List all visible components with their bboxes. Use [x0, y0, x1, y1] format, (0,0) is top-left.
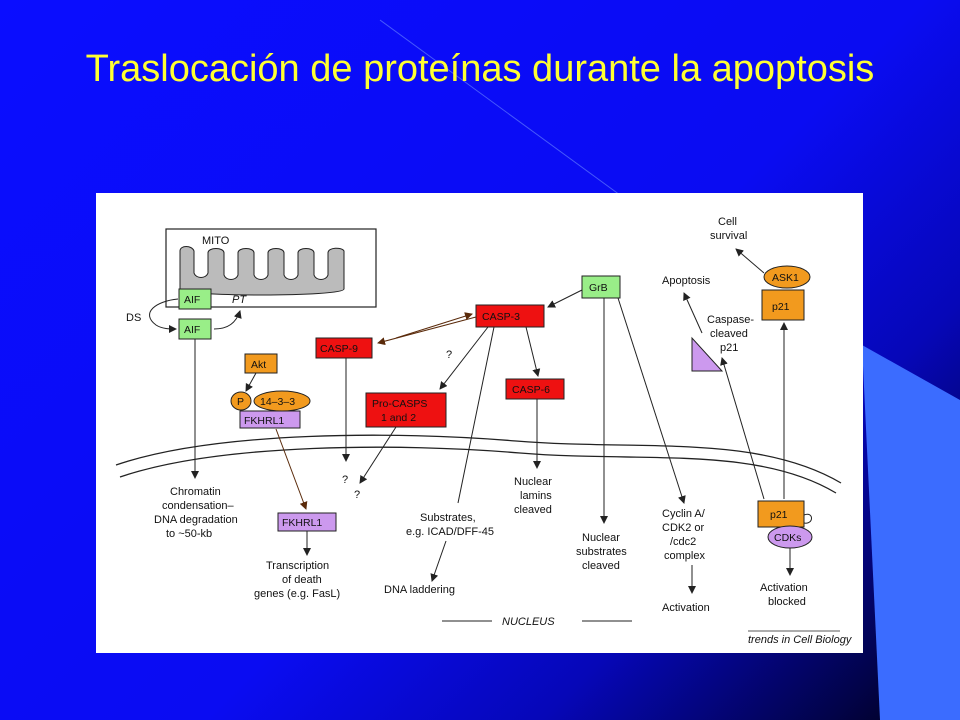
cyclin-label-4: complex: [664, 550, 705, 562]
chromatin-label-3: DNA degradation: [154, 514, 238, 526]
transcription-label-2: of death: [282, 574, 322, 586]
nuclear-lamins-label-1: Nuclear: [514, 476, 552, 488]
substrates-to-dna: [430, 540, 447, 582]
ask1-ellipse: [763, 265, 811, 289]
caspase-cleaved-label-3: p21: [720, 342, 738, 354]
p21-top-label: p21: [772, 301, 790, 313]
apoptosis-diagram: MITO AIF AIF PT DS Akt P 14–3–3 FKHRL1 F…: [96, 193, 863, 653]
p21-bottom-label: p21: [770, 509, 788, 521]
fkhrl1-top-label: FKHRL1: [244, 415, 284, 427]
casp3-to-substrates: [457, 326, 495, 504]
light-blue-wedge: [862, 345, 960, 720]
casp6-label: CASP-6: [512, 384, 550, 396]
cell-survival-label-2: survival: [710, 230, 747, 242]
casp6-box: [505, 378, 565, 400]
chromatin-label-1: Chromatin: [170, 486, 221, 498]
fkhrl1-translocation-arrow: [275, 428, 308, 510]
procasps-label-1: Pro-CASPS: [372, 398, 427, 410]
dna-laddering-label: DNA laddering: [384, 584, 455, 596]
grb-box: [581, 275, 621, 299]
activation-label: Activation: [662, 602, 710, 614]
procasps-box: [365, 392, 447, 428]
question-casp9: ?: [342, 474, 348, 486]
caspase-cleaved-label-2: cleaved: [710, 328, 748, 340]
akt-label: Akt: [251, 359, 266, 371]
p1433-label: 14–3–3: [260, 396, 295, 408]
substrates-label-1: Substrates,: [420, 512, 476, 524]
nucleus-label: NUCLEUS: [502, 616, 555, 628]
casp9-to-casp3: [395, 312, 473, 339]
casp3-box: [475, 304, 545, 328]
cell-survival-label-1: Cell: [718, 216, 737, 228]
substrates-label-2: e.g. ICAD/DFF-45: [406, 526, 494, 538]
nuclear-lamins-label-2: lamins: [520, 490, 552, 502]
casp3-label: CASP-3: [482, 311, 520, 323]
apoptosis-label: Apoptosis: [662, 275, 711, 287]
nuclear-substrates-label-1: Nuclear: [582, 532, 620, 544]
ask1-to-survival: [735, 248, 765, 274]
pt-label: PT: [232, 294, 247, 306]
source-label: trends in Cell Biology: [748, 634, 853, 646]
akt-arrow: [245, 372, 257, 392]
caspase-cleaved-to-apoptosis: [683, 292, 703, 334]
grb-to-casp3: [547, 289, 583, 308]
fkhrl1-top-box: [239, 410, 301, 429]
nuclear-substrates-label-3: cleaved: [582, 560, 620, 572]
p21-bottom-box: [757, 500, 805, 528]
aif-top-label: AIF: [184, 294, 200, 306]
grb-to-cyclin: [617, 297, 686, 504]
nuclear-lamins-label-3: cleaved: [514, 504, 552, 516]
p-ellipse: [230, 391, 252, 411]
casp3-to-procasps: [439, 326, 489, 390]
caspase-cleaved-label-1: Caspase-: [707, 314, 754, 326]
cleaved-p21-triangle: [691, 336, 724, 372]
procasps-down-arrow: [359, 426, 397, 484]
grb-label: GrB: [589, 282, 608, 294]
casp3-to-casp6: [525, 326, 541, 377]
decor-line: [379, 19, 621, 196]
cyclin-label-1: Cyclin A/: [662, 508, 706, 520]
casp3-to-casp9: [377, 316, 477, 346]
mito-label: MITO: [202, 235, 230, 247]
cdks-label: CDKs: [774, 532, 801, 544]
aif-top-box: [178, 288, 212, 310]
ds-arrow: [149, 298, 179, 333]
cyclin-label-3: /cdc2: [670, 536, 696, 548]
akt-box: [244, 353, 278, 374]
p21-top-box: [761, 289, 805, 321]
transcription-label-1: Transcription: [266, 560, 329, 572]
mito-cristae: [179, 246, 345, 296]
ask1-label: ASK1: [772, 272, 799, 284]
chromatin-label-2: condensation–: [162, 500, 234, 512]
p21-bottom-to-cleaved: [720, 357, 765, 500]
p-label: P: [237, 396, 244, 408]
fkhrl1-bottom-label: FKHRL1: [282, 517, 322, 529]
casp9-box: [315, 337, 373, 359]
activation-blocked-label-2: blocked: [768, 596, 806, 608]
diagram-svg: MITO AIF AIF PT DS Akt P 14–3–3 FKHRL1 F…: [115, 216, 853, 646]
chromatin-label-4: to ~50-kb: [166, 528, 212, 540]
slide-title: Traslocación de proteínas durante la apo…: [85, 48, 875, 90]
cyclin-label-2: CDK2 or: [662, 522, 705, 534]
casp9-label: CASP-9: [320, 343, 358, 355]
nuclear-membrane-outer: [115, 434, 842, 484]
activation-blocked-label-1: Activation: [760, 582, 808, 594]
nuclear-membrane-inner: [119, 446, 837, 494]
ds-label: DS: [126, 312, 141, 324]
pt-arrow: [213, 310, 242, 330]
transcription-label-3: genes (e.g. FasL): [254, 588, 340, 600]
aif-bottom-label: AIF: [184, 324, 200, 336]
question-procasps: ?: [354, 489, 360, 501]
nuclear-substrates-label-2: substrates: [576, 546, 627, 558]
question-casp3: ?: [446, 349, 452, 361]
procasps-label-2: 1 and 2: [381, 412, 416, 424]
p21-inhibit-hook: [803, 513, 812, 524]
